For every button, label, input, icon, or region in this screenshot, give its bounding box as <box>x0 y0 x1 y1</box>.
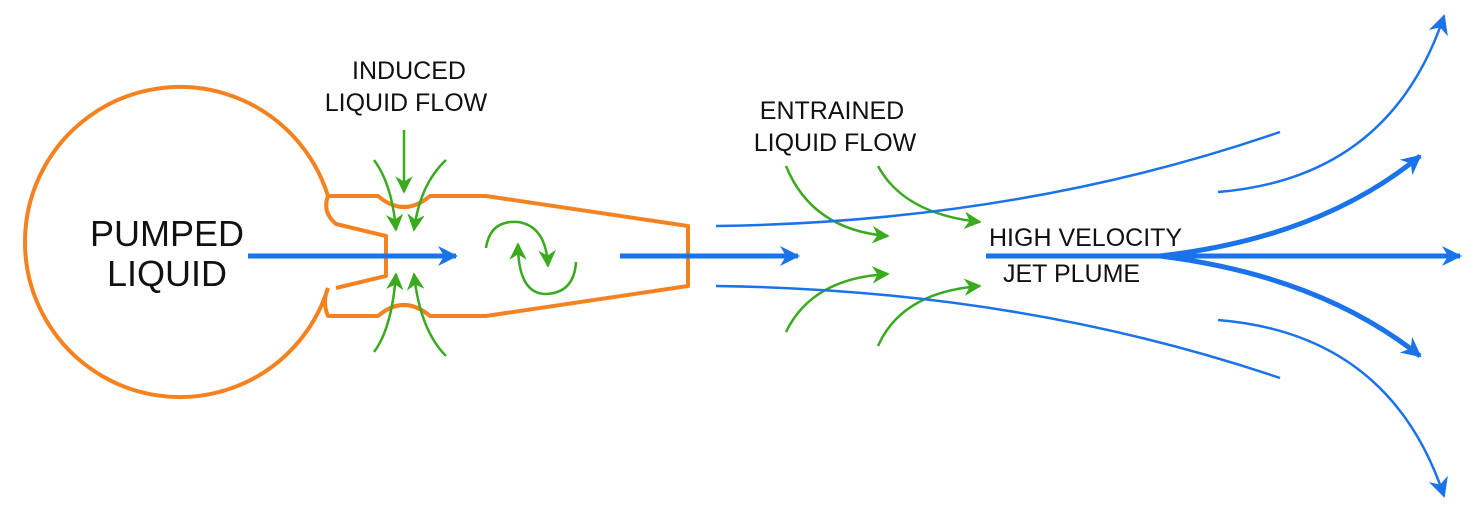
plume-outer-lower-arrow <box>1217 318 1448 498</box>
jet-plume-label-line2: JET PLUME <box>1003 260 1140 288</box>
induced-arrow-bottom-right <box>406 272 447 357</box>
entrained-flow-label-line2: LIQUID FLOW <box>754 129 917 157</box>
entrained-flow-arrows <box>784 165 982 347</box>
induced-flow-label-line2: LIQUID FLOW <box>325 89 488 117</box>
entrained-arrow-1 <box>784 165 890 244</box>
plume-lower-arrow <box>1159 253 1422 358</box>
nozzle-tip-outline <box>324 195 388 290</box>
swirl-arrow-lower <box>509 242 578 296</box>
swirl-arrow-upper <box>484 220 556 268</box>
plume-lower-boundary <box>715 284 1281 380</box>
labels: PUMPED LIQUID INDUCED LIQUID FLOW ENTRAI… <box>90 57 1182 294</box>
pump-chamber-outline <box>23 85 330 399</box>
pumped-liquid-label-line2: LIQUID <box>107 253 227 294</box>
jet-flow <box>248 14 1462 498</box>
plume-upper-boundary <box>715 130 1281 228</box>
swirl-arrows <box>484 220 578 296</box>
induced-flow-label-line1: INDUCED <box>352 57 466 85</box>
plume-upper-arrow <box>1159 154 1422 259</box>
plume-outer-upper-arrow <box>1217 14 1448 194</box>
entrained-arrow-2 <box>876 165 982 230</box>
induced-flow-arrows <box>372 130 447 357</box>
induced-arrow-bottom-left <box>372 272 404 353</box>
entrained-flow-label-line1: ENTRAINED <box>760 97 904 125</box>
entrained-arrow-4 <box>876 278 982 347</box>
induced-arrow-top-left <box>372 159 404 232</box>
entrained-arrow-3 <box>784 266 890 333</box>
induced-arrow-top-right <box>407 159 447 232</box>
pumped-liquid-label-line1: PUMPED <box>90 213 244 254</box>
jet-plume-label-line1: HIGH VELOCITY <box>989 224 1182 252</box>
